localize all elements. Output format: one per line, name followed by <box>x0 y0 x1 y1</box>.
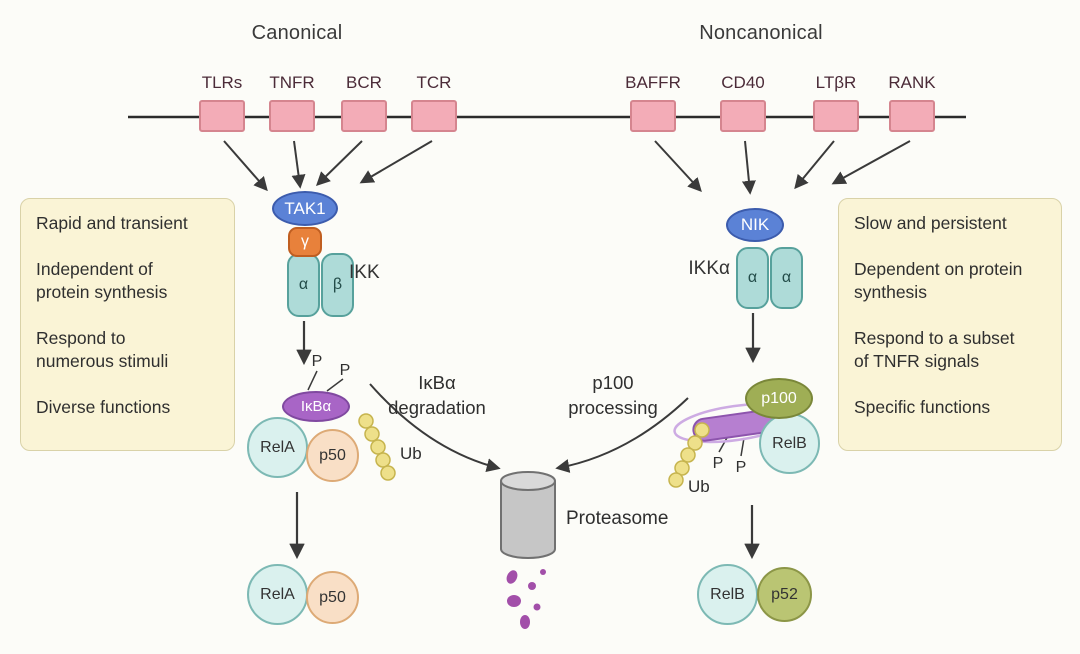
fragment <box>540 569 546 575</box>
arrow-tlrs-tak1 <box>223 140 268 192</box>
phospho-line-left-2 <box>326 378 344 392</box>
noncanonical-receptor-arrows <box>654 140 911 195</box>
ub-bead <box>364 426 380 442</box>
arrow-tcr-tak1 <box>359 140 433 184</box>
ub-bead <box>375 452 391 468</box>
ikka-subunit-1: α <box>736 247 769 309</box>
ikba-degradation-line1: IκBα <box>418 372 456 393</box>
ub-bead <box>370 439 386 455</box>
phospho-label-right-2: P <box>735 459 747 476</box>
receptor-label-rank: RANK <box>888 73 936 92</box>
arrow-rank-nik <box>831 140 911 185</box>
p52-product: p52 <box>757 567 812 622</box>
receptor-box-rank <box>889 100 935 132</box>
note-independent-synthesis: Independent of protein synthesis <box>36 259 168 302</box>
note-rapid-transient: Rapid and transient <box>36 213 188 233</box>
ikk-label: IKK <box>349 262 380 283</box>
receptor-box-tlrs <box>199 100 245 132</box>
ikba-degradation-label: IκBα degradation <box>368 371 506 421</box>
p100-processing-line1: p100 <box>592 372 634 393</box>
rela-complex: RelA <box>247 417 308 478</box>
rela-product: RelA <box>247 564 308 625</box>
fragment <box>528 582 536 590</box>
phospho-label-left-1: P <box>311 353 323 370</box>
tak1-kinase: TAK1 <box>272 191 338 226</box>
canonical-heading: Canonical <box>251 22 343 44</box>
ub-bead <box>687 435 703 451</box>
receptor-box-tcr <box>411 100 457 132</box>
ikk-gamma-subunit: γ <box>288 227 322 257</box>
ikba-degradation-line2: degradation <box>388 396 486 418</box>
p50-product: p50 <box>306 571 359 624</box>
arrow-baffr-nik <box>654 140 702 193</box>
canonical-receptor-arrows <box>223 140 433 192</box>
proteasome-label: Proteasome <box>566 508 669 529</box>
nik-kinase: NIK <box>726 208 784 242</box>
ikk-beta-subunit: β <box>321 253 354 317</box>
proteasome <box>500 471 556 559</box>
ikk-alpha-subunit: α <box>287 253 320 317</box>
phospho-line-left-1 <box>307 370 318 391</box>
receptor-box-baffr <box>630 100 676 132</box>
ub-bead <box>380 465 396 481</box>
ub-chain-right <box>668 422 710 488</box>
p100-protein: p100 <box>745 378 813 419</box>
phospho-line-right-2 <box>740 437 745 457</box>
ikba-protein: IκBα <box>282 391 350 422</box>
ub-chain-left <box>358 413 396 481</box>
receptor-label-bcr: BCR <box>346 73 382 92</box>
ub-bead <box>680 447 696 463</box>
note-specific-functions: Specific functions <box>854 396 991 417</box>
note-subset-tnfr: Respond to a subset of TNFR signals <box>854 328 1015 371</box>
arrow-tnfr-tak1 <box>291 140 306 189</box>
fragment <box>533 603 541 611</box>
ub-bead <box>694 422 710 438</box>
receptor-box-ltbr <box>813 100 859 132</box>
receptor-label-tlrs: TLRs <box>201 73 243 92</box>
arrow-ltbr-nik <box>794 140 835 190</box>
canonical-notes-box: Rapid and transient Independent of prote… <box>20 198 235 451</box>
fragment <box>507 595 521 607</box>
arrow-ikba-degradation <box>369 383 501 472</box>
p100-processing-label: p100 processing <box>544 371 682 421</box>
phospho-label-left-2: P <box>339 362 351 379</box>
relb-complex: RelB <box>759 413 820 474</box>
note-numerous-stimuli: Respond to numerous stimuli <box>36 328 169 371</box>
receptor-box-bcr <box>341 100 387 132</box>
noncanonical-notes-box: Slow and persistent Dependent on protein… <box>838 198 1062 451</box>
noncanonical-heading: Noncanonical <box>699 22 823 44</box>
fragment <box>506 570 518 584</box>
fragment <box>520 615 530 629</box>
p50-complex: p50 <box>306 429 359 482</box>
degradation-fragments <box>506 569 546 629</box>
arrow-p100-processing <box>555 397 689 473</box>
receptor-label-tnfr: TNFR <box>269 73 315 92</box>
relb-product: RelB <box>697 564 758 625</box>
ikka-label: IKKα <box>688 258 730 279</box>
receptor-label-ltbr: LTβR <box>815 73 857 92</box>
receptor-label-baffr: BAFFR <box>625 73 681 92</box>
phospho-label-right-1: P <box>712 455 724 472</box>
note-dependent-synthesis: Dependent on protein synthesis <box>854 259 1023 302</box>
receptor-label-cd40: CD40 <box>721 73 765 92</box>
proteasome-top <box>500 471 556 491</box>
ub-label-right: Ub <box>688 477 710 496</box>
proteasome-body <box>501 481 555 549</box>
arrow-cd40-nik <box>741 140 756 195</box>
arrow-bcr-tak1 <box>315 140 363 186</box>
p100-processing-line2: processing <box>568 396 658 418</box>
ub-label-left: Ub <box>400 444 422 463</box>
receptor-box-cd40 <box>720 100 766 132</box>
ub-bead <box>674 460 690 476</box>
ikka-subunit-2: α <box>770 247 803 309</box>
ub-bead <box>358 413 374 429</box>
note-diverse-functions: Diverse functions <box>36 396 171 417</box>
note-slow-persistent: Slow and persistent <box>854 213 1007 233</box>
ub-bead <box>668 472 684 488</box>
receptor-box-tnfr <box>269 100 315 132</box>
receptor-label-tcr: TCR <box>416 73 452 92</box>
